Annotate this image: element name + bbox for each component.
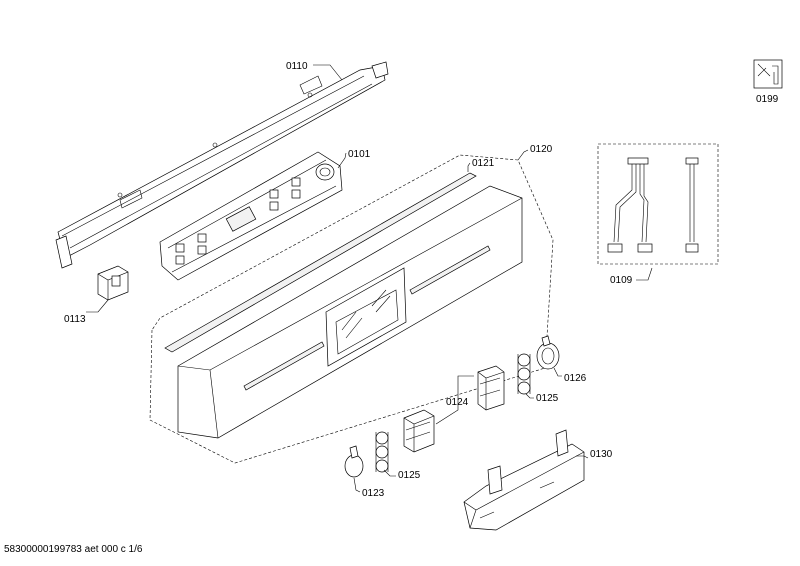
label-0199: 0199 — [756, 94, 779, 105]
label-0120: 0120 — [530, 144, 553, 155]
part-0109-wiring-harness[interactable] — [597, 143, 719, 265]
part-0121-trim-strip[interactable] — [164, 172, 477, 353]
part-0126-knob[interactable] — [536, 335, 560, 370]
service-tool-icon[interactable] — [753, 59, 783, 89]
part-0124-button-block-upper[interactable] — [477, 365, 505, 411]
part-0125-buttons-lower[interactable] — [375, 431, 389, 473]
label-0113: 0113 — [64, 314, 86, 325]
label-0123: 0123 — [362, 488, 385, 499]
document-footer: 58300000199783 aet 000 c 1/6 — [4, 544, 143, 555]
part-0125-buttons-upper[interactable] — [517, 353, 531, 395]
part-0120-fascia[interactable] — [177, 185, 523, 439]
label-0125-upper: 0125 — [536, 393, 559, 404]
label-0110: 0110 — [286, 61, 308, 72]
part-0130-base-bracket[interactable] — [463, 429, 585, 531]
part-0110-rail[interactable] — [55, 61, 389, 269]
label-0126: 0126 — [564, 373, 587, 384]
part-0113-clip[interactable] — [97, 265, 129, 301]
label-0121: 0121 — [472, 158, 495, 169]
part-0124-button-block-lower[interactable] — [403, 409, 435, 453]
label-0124: 0124 — [446, 397, 469, 408]
assembly-0120-boundary — [149, 154, 554, 464]
label-0101: 0101 — [348, 149, 371, 160]
part-0123-knob[interactable] — [344, 445, 364, 478]
label-0130: 0130 — [590, 449, 613, 460]
part-0101-control-board[interactable] — [159, 151, 343, 281]
label-0125-lower: 0125 — [398, 470, 421, 481]
label-0109: 0109 — [610, 275, 633, 286]
